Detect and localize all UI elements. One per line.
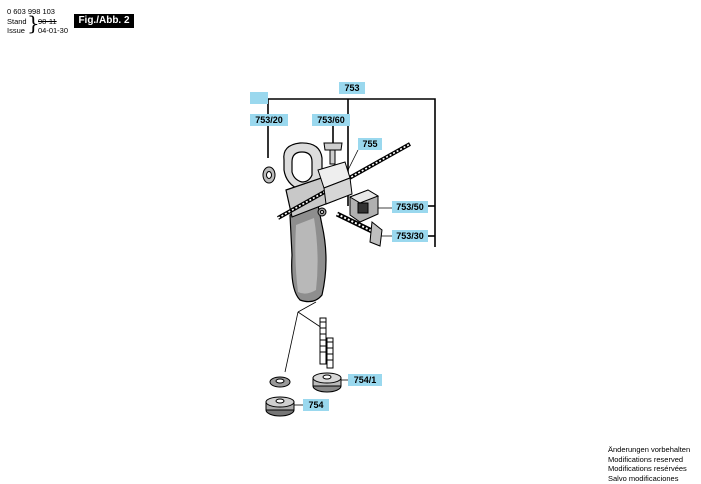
issue-date: 04-01-30 [38,26,69,35]
callout-754-1: 754/1 [348,374,382,386]
flange-nut-754-1 [312,372,342,393]
bolt-tall [319,317,327,365]
callout-753-20: 753/20 [250,114,288,126]
handle-ring-inner [291,151,313,183]
wing-screw-top [323,142,343,165]
footer-line-fr: Modifications resérvées [608,464,687,473]
block-753-50 [348,189,380,223]
footer-line-es: Salvo modificaciones [608,473,679,483]
callout-754: 754 [303,399,329,411]
flange-nut-754 [265,396,295,417]
part-number: 0 603 998 103 [7,7,55,16]
handle-grip-highlight [295,218,318,294]
callout-753-30: 753/30 [392,230,428,242]
blank-callout [250,92,268,104]
washer-753-20 [262,166,276,184]
leader-755 [347,149,359,171]
leader-to-nut-small [284,311,299,373]
stand-old-date: 98-11 [38,17,57,26]
callout-753: 753 [339,82,365,94]
clamp-screw [317,207,327,217]
bracket-753 [268,98,436,247]
footer-line-en: Modifications reserved [608,454,684,464]
clamp-block [317,161,353,205]
figure-tag: Fig./Abb. 2 [74,14,134,28]
wing-bolt-753-30 [335,211,383,247]
stand-label: Stand [7,17,27,26]
leader-drill-split [297,301,317,313]
flat-washer-754 [269,376,291,388]
callout-755: 755 [358,138,382,150]
bolt-short [326,337,334,369]
leader-to-chuck [297,311,323,329]
footer-line-de: Änderungen vorbehalten [608,445,691,454]
issue-label: Issue [7,26,25,35]
footer-notice: Änderungen vorbehalten Modifications res… [608,445,690,483]
brace-symbol: } [27,11,40,35]
callout-753-50: 753/50 [392,201,428,213]
callout-753-60: 753/60 [312,114,350,126]
